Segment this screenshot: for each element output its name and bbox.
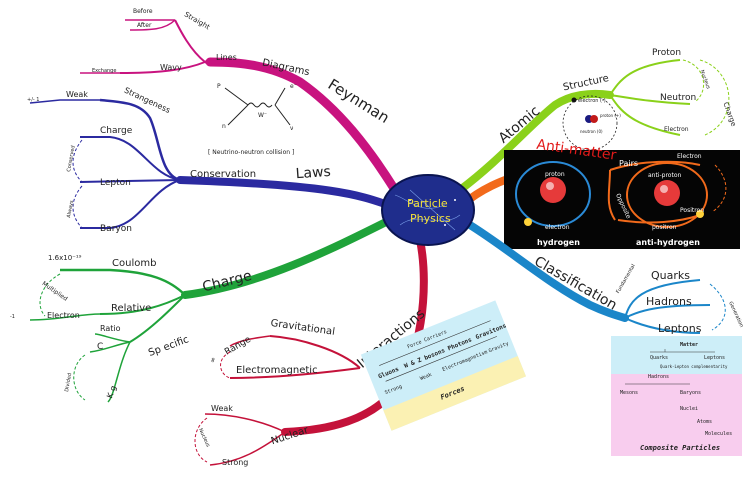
conservation-label: Conservation (190, 169, 256, 180)
anti-proton-label: anti-proton (648, 172, 682, 179)
center-title-line2: Physics (410, 212, 451, 225)
wavy-label: Wavy (160, 63, 182, 72)
exchange-label: Exchange (92, 68, 116, 74)
baryon-label: Baryon (100, 224, 132, 234)
coulomb-label: Coulomb (112, 258, 156, 269)
weak-label: Weak (66, 90, 88, 99)
composite-matter: Matter (680, 342, 698, 348)
forces-force-1: Weak (419, 372, 432, 382)
composite-hadrons: Hadrons (648, 374, 669, 380)
lepton-label: Lepton (100, 178, 131, 188)
minus1-label: -1 (10, 314, 15, 320)
atomic-electron-label: Electron (664, 126, 689, 133)
center-title-line1: Particle (407, 197, 448, 210)
anti-hydrogen-label: anti-hydrogen (636, 238, 700, 247)
atom-illustration: electron (-) proton (+) neutron (0) (562, 95, 621, 151)
composite-footer: Composite Particles (640, 444, 720, 452)
charge-branch: Charge Coulomb 1.6x10⁻¹⁹ Relative Multip… (10, 216, 394, 403)
lines-label: Lines (216, 53, 237, 62)
infinity-label: ∞ (209, 357, 218, 364)
charge-title: Charge (201, 268, 254, 296)
composite-mesons: Mesons (620, 390, 638, 396)
composite-complementarity: Quark-Lepton complementarity (660, 364, 728, 369)
feynman-diagram-illustration: P e⁻ n ν W⁻ [ Neutrino-neutron collision… (208, 83, 297, 156)
always-label: Always (66, 200, 75, 219)
after-label: After (137, 22, 152, 29)
atomic-proton-label: Proton (652, 48, 681, 58)
straight-label: Straight (183, 10, 211, 31)
before-label: Before (133, 8, 153, 15)
multiplied-label: Multiplied (41, 280, 69, 303)
specific-label: Sp ecific (147, 334, 190, 359)
nucleus-label: Nucleus (197, 428, 211, 449)
composite-molecules: Molecules (705, 431, 732, 437)
laws-charge-label: Charge (100, 126, 133, 136)
feynman-caption: [ Neutrino-neutron collision ] (208, 149, 294, 156)
laws-title: Laws (295, 164, 331, 182)
coulomb-value: 1.6x10⁻¹⁹ (48, 254, 82, 262)
feynman-nu: ν (290, 125, 294, 132)
composite-nuclei: Nuclei (680, 406, 698, 412)
electron-label: Electron (47, 311, 80, 320)
atomic-neutron-label: Neutron (660, 93, 696, 103)
feynman-e: e⁻ (290, 83, 297, 90)
composite-atoms: Atoms (697, 419, 712, 425)
hydrogen-label: hydrogen (537, 238, 580, 247)
relative-label: Relative (111, 303, 151, 314)
electron-right-label: Electron (677, 153, 702, 160)
positron-right-label: Positron (680, 207, 704, 214)
center-node[interactable]: Particle Physics (381, 174, 475, 246)
quarks-label: Quarks (651, 269, 690, 282)
hydrogen-electron-label: electron (545, 224, 570, 231)
composite-leptons: Leptons (704, 355, 725, 361)
composite-quarks: Quarks (650, 355, 668, 361)
kg-label: K g (105, 384, 118, 399)
plusminus-label: +/- 1 (27, 97, 39, 103)
strangeness-label: Strangeness (123, 86, 172, 115)
feynman-p: P (217, 83, 221, 90)
atomic-charge-label: Charge (722, 101, 738, 127)
ratio-label: Ratio (100, 324, 121, 333)
generation-label: Generation (727, 301, 744, 329)
classification-title: Classification (531, 253, 619, 313)
feynman-branch: Feynman Diagrams Lines Straight Before A… (80, 8, 400, 195)
interactions-weak-label: Weak (211, 404, 233, 413)
atomic-nucleus-label: Nucleus (699, 69, 712, 90)
gravitational-label: Gravitational (270, 318, 336, 338)
forces-table: Force Carriers Gluons W & Z bosons Photo… (360, 300, 527, 431)
strong-label: Strong (222, 458, 248, 467)
conserved-label: Conserved (66, 145, 77, 172)
pairs-label: Pairs (619, 159, 638, 168)
atom-electron-label: electron (-) (578, 98, 606, 104)
c-label: C (97, 342, 103, 352)
hadrons-label: Hadrons (646, 295, 692, 308)
composite-baryons: Baryons (680, 390, 701, 396)
positron-label: positron (652, 224, 677, 231)
atom-proton-label: proton (+) (600, 113, 621, 118)
electromagnetic-label: Electromagnetic (236, 365, 318, 376)
divided-label: Divided (64, 373, 73, 393)
feynman-n: n (222, 123, 226, 130)
hydrogen-proton-label: proton (545, 171, 565, 178)
fundamental-label: Fundamental (615, 263, 637, 294)
atom-neutron-label: neutron (0) (580, 129, 603, 134)
feynman-title: Feynman (325, 75, 393, 127)
antimatter-branch: proton electron hydrogen Anti-matter Pai… (458, 137, 740, 249)
leptons-label: Leptons (658, 322, 702, 335)
composite-table: Matter Quarks Leptons Quark-Lepton compl… (611, 336, 742, 456)
range-label: Range (223, 335, 253, 358)
feynman-w: W⁻ (258, 112, 267, 119)
